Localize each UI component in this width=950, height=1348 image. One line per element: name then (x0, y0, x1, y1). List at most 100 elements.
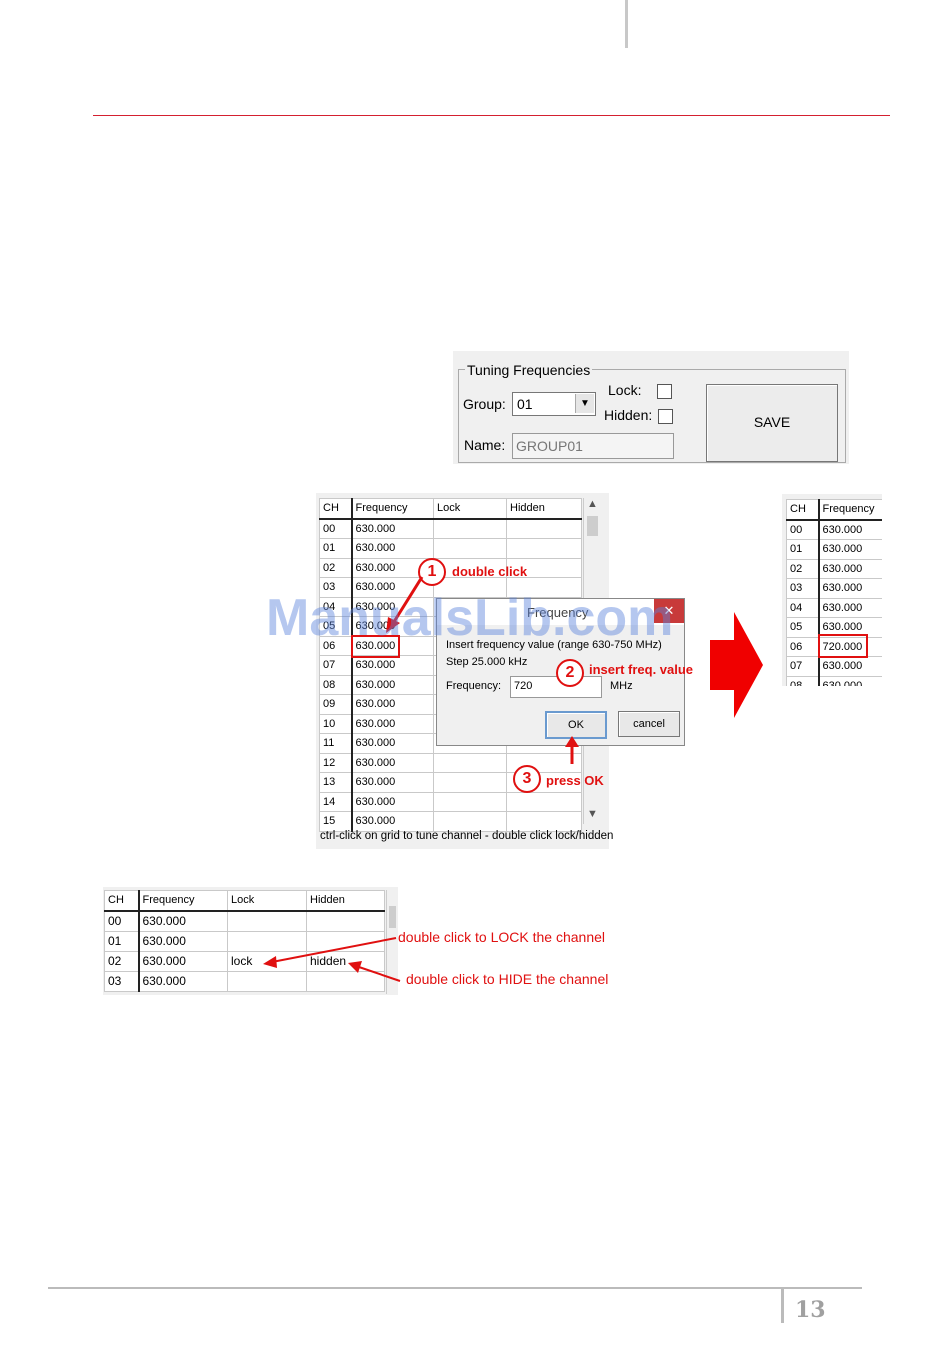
save-button[interactable]: SAVE (706, 384, 838, 462)
grid-ch-cell[interactable]: 12 (319, 752, 353, 773)
grid-ch-cell[interactable]: 07 (319, 655, 353, 676)
grid-lock-cell[interactable] (433, 752, 507, 773)
hidden-checkbox[interactable] (658, 409, 673, 424)
grid-frequency-cell[interactable]: 630.000 (351, 772, 434, 793)
chevron-down-icon[interactable]: ▼ (575, 394, 594, 413)
close-icon[interactable]: ✕ (654, 599, 684, 623)
grid-ch-cell[interactable]: 09 (319, 694, 353, 715)
small-hidden-cell[interactable] (306, 970, 385, 992)
header-lock[interactable]: Lock (433, 498, 507, 520)
grid-hidden-cell[interactable] (506, 791, 582, 812)
group-select[interactable]: 01 ▼ (512, 392, 596, 416)
result-ch-cell[interactable]: 00 (786, 519, 820, 540)
name-field[interactable]: GROUP01 (512, 433, 674, 459)
grid-hidden-cell[interactable] (506, 538, 582, 559)
result-ch-cell[interactable]: 01 (786, 539, 820, 560)
grid-lock-cell[interactable] (433, 538, 507, 559)
result-ch-cell[interactable]: 05 (786, 617, 820, 638)
small-ch-cell[interactable]: 03 (104, 970, 140, 992)
header-frequency[interactable]: Frequency (351, 498, 434, 520)
result-header-frequency[interactable]: Frequency (818, 499, 882, 521)
small-header-ch[interactable]: CH (104, 890, 140, 912)
result-frequency-cell[interactable]: 630.000 (818, 558, 882, 579)
grid-frequency-cell[interactable]: 630.000 (351, 674, 434, 695)
grid-lock-cell[interactable] (433, 811, 507, 832)
grid-hidden-cell[interactable] (506, 518, 582, 539)
small-ch-cell[interactable]: 02 (104, 950, 140, 972)
lock-checkbox[interactable] (657, 384, 672, 399)
result-ch-cell[interactable]: 06 (786, 636, 820, 657)
frequency-input[interactable]: 720 (510, 676, 602, 698)
small-lock-cell[interactable] (227, 970, 307, 992)
grid-frequency-cell[interactable]: 630.000 (351, 596, 434, 617)
small-scroll-thumb[interactable] (389, 906, 396, 928)
small-frequency-cell[interactable]: 630.000 (138, 970, 228, 992)
header-ch[interactable]: CH (319, 498, 353, 520)
small-ch-cell[interactable]: 00 (104, 910, 140, 932)
small-ch-cell[interactable]: 01 (104, 930, 140, 952)
grid-ch-cell[interactable]: 00 (319, 518, 353, 539)
grid-ch-cell[interactable]: 01 (319, 538, 353, 559)
grid-ch-cell[interactable]: 15 (319, 811, 353, 832)
grid-ch-cell[interactable]: 03 (319, 577, 353, 598)
cancel-button[interactable]: cancel (618, 711, 680, 737)
grid-ch-cell[interactable]: 14 (319, 791, 353, 812)
grid-frequency-cell[interactable]: 630.000 (351, 538, 434, 559)
grid-ch-cell[interactable]: 05 (319, 616, 353, 637)
small-lock-cell[interactable] (227, 910, 307, 932)
small-frequency-cell[interactable]: 630.000 (138, 910, 228, 932)
grid-frequency-cell[interactable]: 630.000 (351, 811, 434, 832)
result-frequency-cell[interactable]: 630.000 (818, 539, 882, 560)
result-header-ch[interactable]: CH (786, 499, 820, 521)
scroll-up-icon[interactable]: ▲ (587, 498, 598, 510)
grid-hidden-cell[interactable] (506, 811, 582, 832)
grid-frequency-cell[interactable]: 630.000 (351, 791, 434, 812)
result-ch-cell[interactable]: 03 (786, 578, 820, 599)
result-ch-cell[interactable]: 04 (786, 597, 820, 618)
scroll-thumb[interactable] (587, 516, 598, 536)
grid-ch-cell[interactable]: 10 (319, 713, 353, 734)
grid-frequency-cell[interactable]: 630.000 (351, 752, 434, 773)
grid-frequency-cell[interactable]: 630.000 (351, 733, 434, 754)
grid-lock-cell[interactable] (433, 772, 507, 793)
result-ch-cell[interactable]: 08 (786, 675, 820, 686)
small-frequency-cell[interactable]: 630.000 (138, 930, 228, 952)
result-ch-cell[interactable]: 02 (786, 558, 820, 579)
small-grid-scrollbar[interactable] (386, 890, 398, 994)
grid-frequency-cell[interactable]: 630.000 (351, 694, 434, 715)
grid-ch-cell[interactable]: 08 (319, 674, 353, 695)
result-frequency-cell[interactable]: 630.000 (818, 675, 882, 686)
grid-frequency-cell[interactable]: 630.000 (351, 518, 434, 539)
small-hidden-cell[interactable] (306, 910, 385, 932)
grid-frequency-cell[interactable]: 630.000 (351, 713, 434, 734)
grid-ch-cell[interactable]: 11 (319, 733, 353, 754)
result-frequency-cell[interactable]: 630.000 (818, 597, 882, 618)
small-frequency-cell[interactable]: 630.000 (138, 950, 228, 972)
small-header-lock[interactable]: Lock (227, 890, 307, 912)
grid-ch-cell[interactable]: 02 (319, 557, 353, 578)
result-ch-cell[interactable]: 07 (786, 656, 820, 677)
small-header-hidden[interactable]: Hidden (306, 890, 385, 912)
grid-ch-cell[interactable]: 13 (319, 772, 353, 793)
scroll-down-icon[interactable]: ▼ (587, 808, 598, 820)
result-frequency-cell[interactable]: 630.000 (818, 656, 882, 677)
header-hidden[interactable]: Hidden (506, 498, 582, 520)
ok-button[interactable]: OK (545, 711, 607, 739)
grid-ch-cell[interactable]: 06 (319, 635, 353, 656)
